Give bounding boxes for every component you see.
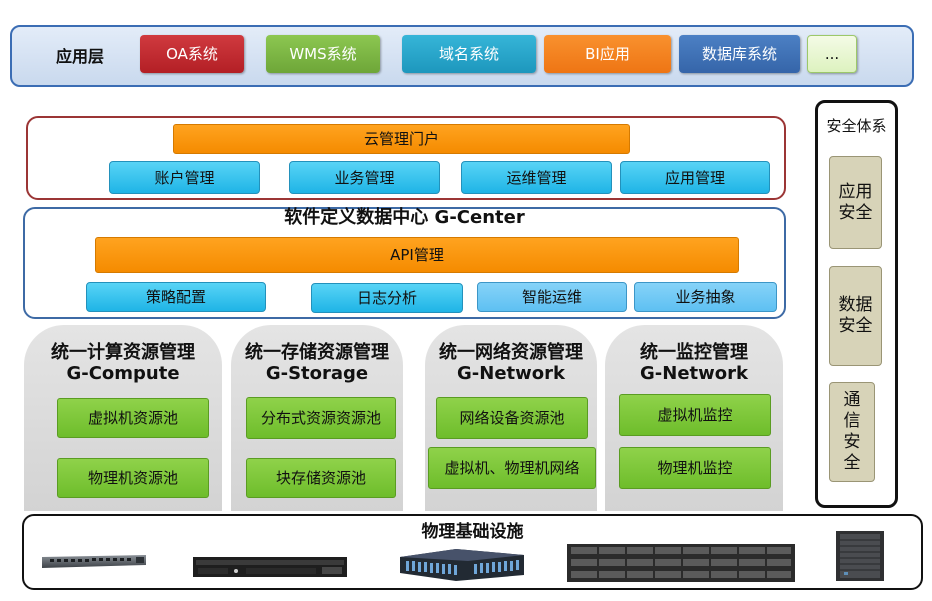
app-dns-button[interactable]: 域名系统	[402, 35, 536, 73]
smart-ops-button[interactable]: 智能运维	[477, 282, 627, 312]
comm-security-box[interactable]: 通信安全	[829, 382, 875, 482]
pillar-monitoring-title: 统一监控管理	[640, 342, 748, 363]
storage-array-icon	[567, 544, 795, 582]
app-wms-button[interactable]: WMS系统	[266, 35, 380, 73]
pillar-storage-subtitle: G-Storage	[265, 363, 369, 384]
data-security-box[interactable]: 数据安全	[829, 266, 882, 366]
app-bi-button[interactable]: BI应用	[544, 35, 671, 73]
server-cluster-icon	[400, 549, 524, 581]
distributed-pool-button[interactable]: 分布式资源资源池	[246, 397, 396, 439]
pillar-storage-title: 统一存储资源管理	[245, 342, 389, 363]
app-oa-button[interactable]: OA系统	[140, 35, 244, 73]
pillar-monitoring-subtitle: G-Network	[640, 363, 748, 384]
application-layer-label: 应用层	[56, 47, 105, 66]
pillar-compute-subtitle: G-Compute	[66, 363, 180, 384]
infrastructure-frame	[22, 514, 923, 590]
network-switch-icon	[42, 555, 146, 568]
api-management-bar[interactable]: API管理	[95, 237, 739, 273]
vm-monitoring-button[interactable]: 虚拟机监控	[619, 394, 771, 436]
cloud-portal-title[interactable]: 云管理门户	[173, 124, 630, 154]
log-analysis-button[interactable]: 日志分析	[311, 283, 463, 313]
app-management-button[interactable]: 应用管理	[620, 161, 770, 194]
network-device-pool-button[interactable]: 网络设备资源池	[436, 397, 588, 439]
pillar-compute-title: 统一计算资源管理	[51, 342, 195, 363]
gcenter-title: 软件定义数据中心 G-Center	[284, 207, 525, 228]
comm-security-label: 通信安全	[843, 390, 861, 473]
app-database-button[interactable]: 数据库系统	[679, 35, 800, 73]
business-abstraction-button[interactable]: 业务抽象	[634, 282, 777, 312]
cloud-portal-frame	[26, 116, 786, 200]
cabinet-server-icon	[836, 531, 884, 581]
infrastructure-title: 物理基础设施	[421, 522, 524, 542]
rack-server-icon	[193, 557, 347, 577]
pillar-network-subtitle: G-Network	[457, 363, 565, 384]
account-management-button[interactable]: 账户管理	[109, 161, 260, 194]
physical-monitoring-button[interactable]: 物理机监控	[619, 447, 771, 489]
policy-config-button[interactable]: 策略配置	[86, 282, 266, 312]
physical-resource-pool-button[interactable]: 物理机资源池	[57, 458, 209, 498]
gcenter-frame	[23, 207, 786, 319]
vm-resource-pool-button[interactable]: 虚拟机资源池	[57, 398, 209, 438]
business-management-button[interactable]: 业务管理	[289, 161, 440, 194]
app-security-box[interactable]: 应用安全	[829, 156, 882, 249]
vm-physical-network-button[interactable]: 虚拟机、物理机网络	[428, 447, 596, 489]
block-storage-pool-button[interactable]: 块存储资源池	[246, 458, 396, 498]
app-more-button[interactable]: ...	[807, 35, 857, 73]
data-security-label: 数据安全	[838, 295, 873, 336]
pillar-network-title: 统一网络资源管理	[439, 342, 583, 363]
security-title: 安全体系	[826, 117, 887, 135]
ops-management-button[interactable]: 运维管理	[461, 161, 612, 194]
security-frame	[815, 100, 898, 508]
app-security-label: 应用安全	[838, 181, 873, 223]
